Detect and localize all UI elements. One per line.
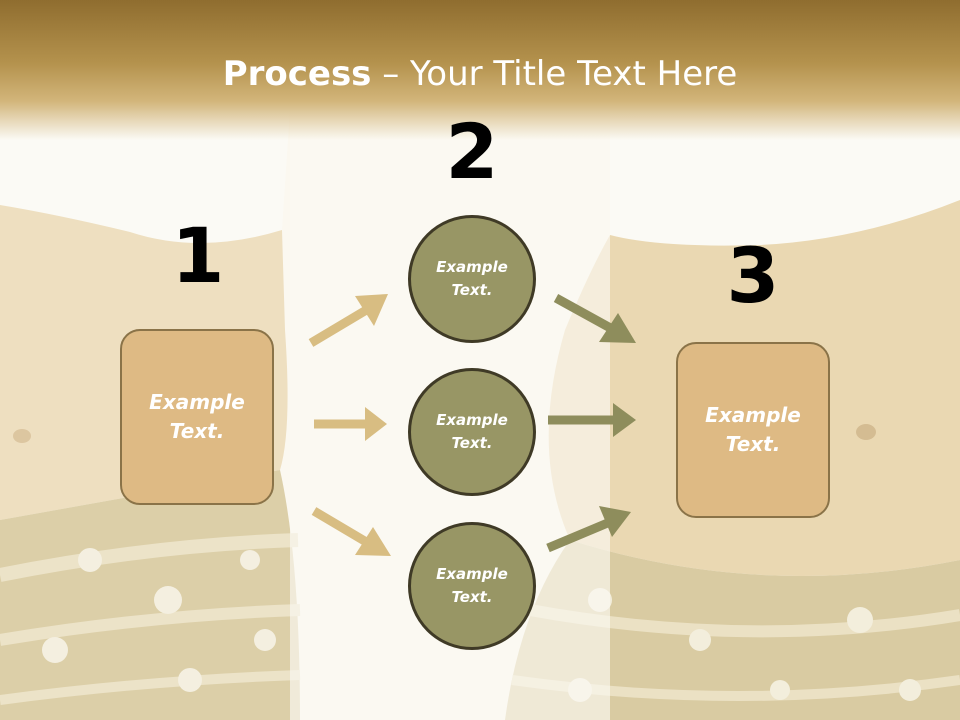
step-number-2: 2	[445, 107, 499, 196]
arrow-1-to-bottom-head	[355, 527, 391, 556]
circle-bottom-text-line1: Example	[436, 565, 508, 583]
left-navel	[13, 429, 31, 443]
title-bar	[0, 0, 960, 140]
circle-top-text-line2: Text.	[451, 281, 493, 299]
step-3-text-line2: Text.	[725, 432, 781, 456]
step-3-text-line1: Example	[705, 403, 801, 427]
page-title: Process – Your Title Text Here	[0, 52, 960, 96]
step-2-circle-top: Example Text.	[408, 215, 536, 343]
left-shirt	[0, 110, 290, 244]
step-number-1: 1	[171, 211, 225, 300]
step-number-3: 3	[726, 231, 780, 320]
step-1-text-line1: Example	[149, 390, 245, 414]
arrow-1-to-top-shaft	[308, 305, 371, 347]
arrow-top-to-3-head	[599, 313, 636, 343]
arrow-1-to-top-head	[355, 294, 388, 326]
left-skirt	[0, 470, 300, 720]
arrow-1-to-bottom-shaft	[311, 507, 371, 547]
right-navel	[856, 424, 876, 440]
circle-top-text-line1: Example	[436, 258, 508, 276]
step-2-circle-middle: Example Text.	[408, 368, 536, 496]
arrow-bottom-to-3-head	[599, 506, 631, 537]
arrow-bottom-to-3-shaft	[546, 517, 612, 553]
arrow-1-to-middle-head	[365, 407, 387, 441]
arrow-middle-to-3-head	[613, 403, 636, 437]
left-skirt-flowers	[42, 548, 276, 692]
step-1-text-line2: Text.	[169, 419, 225, 443]
step-3-box: Example Text.	[676, 342, 830, 518]
circle-middle-text-line1: Example	[436, 411, 508, 429]
circle-middle-text-line2: Text.	[451, 434, 493, 452]
title-bold: Process	[222, 54, 372, 94]
circle-bottom-text-line2: Text.	[451, 588, 493, 606]
step-1-box: Example Text.	[120, 329, 274, 505]
step-2-circle-bottom: Example Text.	[408, 522, 536, 650]
title-rest: – Your Title Text Here	[371, 54, 738, 94]
arrow-top-to-3-shaft	[553, 294, 617, 334]
right-shirt	[610, 110, 960, 246]
